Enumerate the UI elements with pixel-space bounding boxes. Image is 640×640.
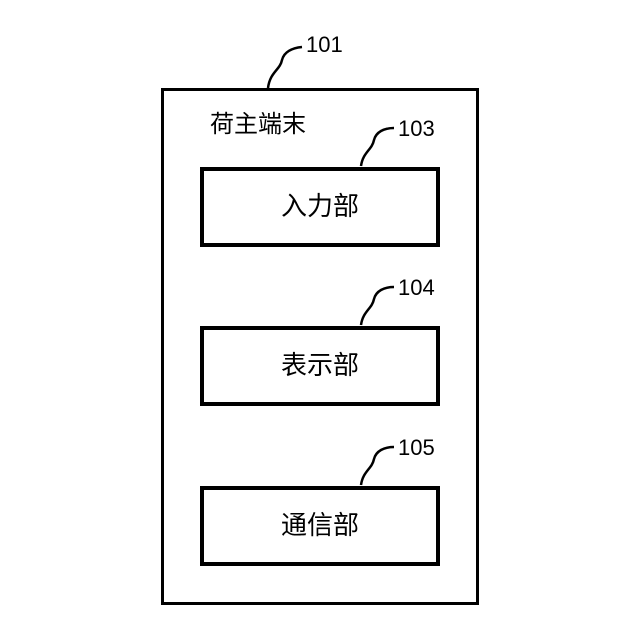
communication-unit-box: 通信部 xyxy=(200,486,440,566)
input-unit-label: 入力部 xyxy=(281,192,359,222)
terminal-title: 荷主端末 xyxy=(210,110,306,138)
display-unit-box: 表示部 xyxy=(200,326,440,406)
display-unit-label: 表示部 xyxy=(281,351,359,381)
leader-line-101 xyxy=(268,47,302,88)
ref-label-105: 105 xyxy=(398,437,435,459)
ref-label-103: 103 xyxy=(398,118,435,140)
ref-label-104: 104 xyxy=(398,277,435,299)
ref-label-101: 101 xyxy=(306,34,343,56)
communication-unit-label: 通信部 xyxy=(281,511,359,541)
input-unit-box: 入力部 xyxy=(200,167,440,247)
